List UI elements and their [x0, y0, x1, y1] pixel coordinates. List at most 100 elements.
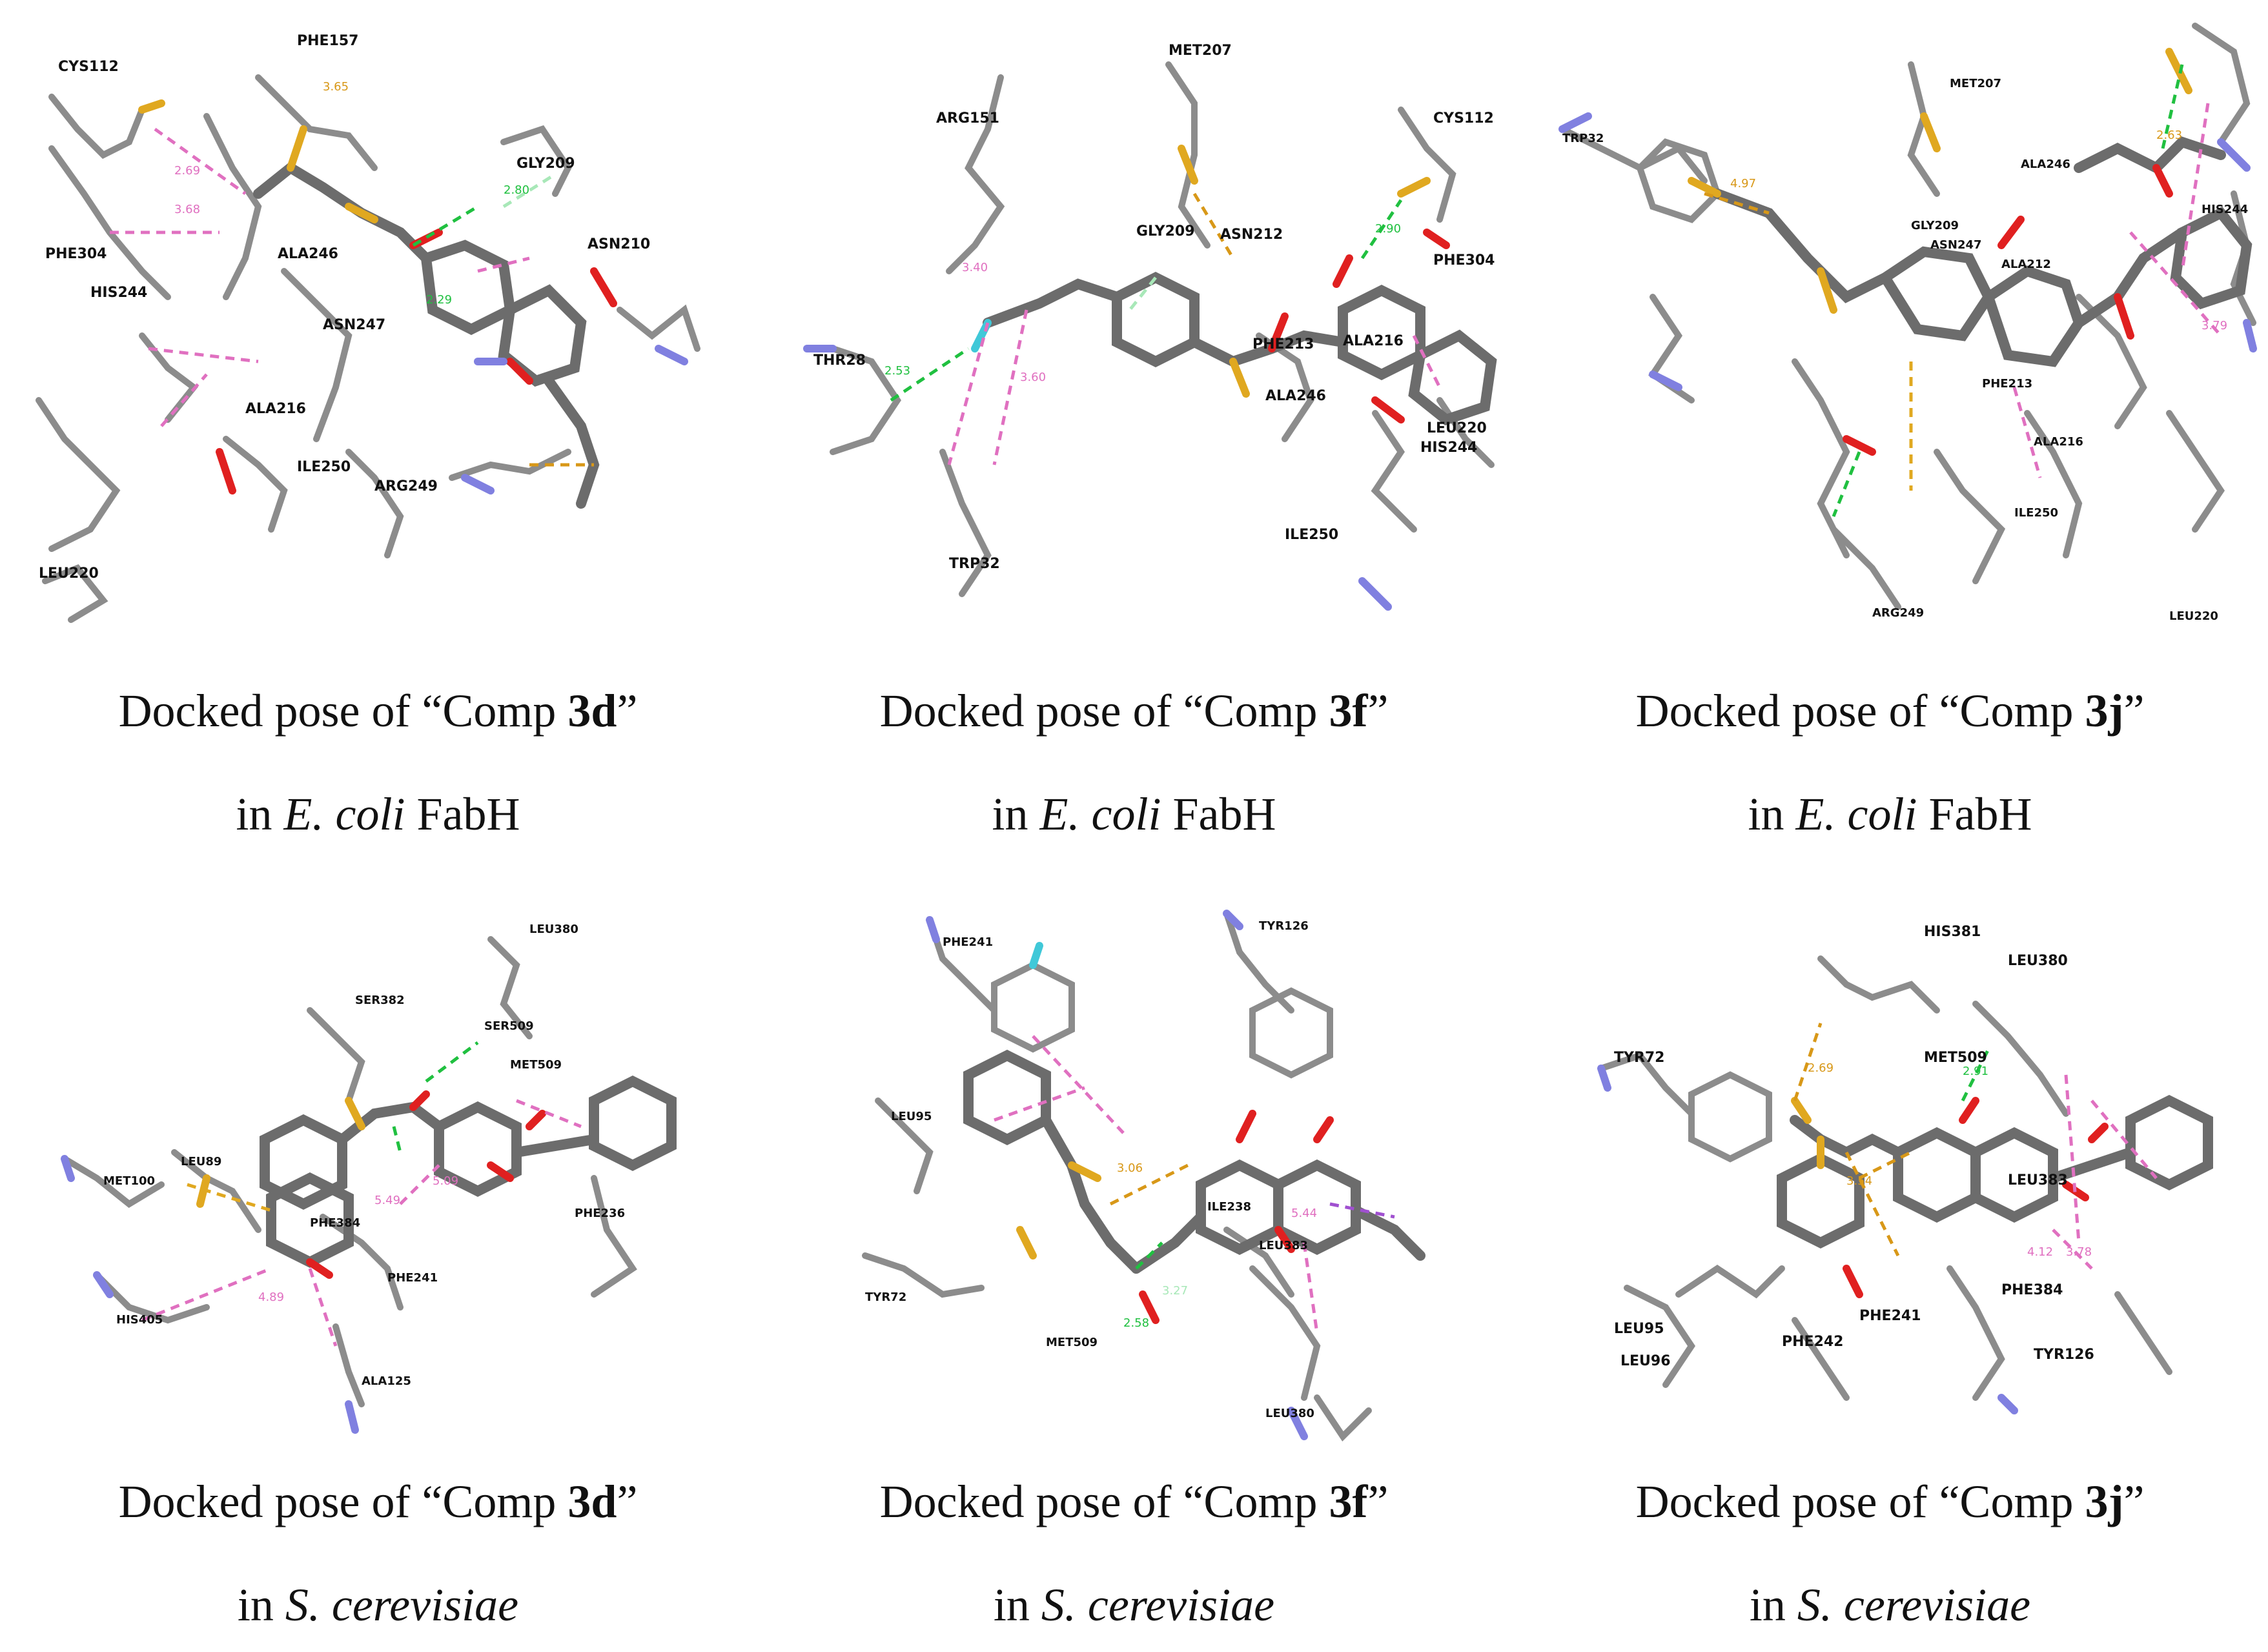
caption-text: Docked pose of “Comp	[118, 685, 568, 737]
residue-label: PHE241	[387, 1271, 438, 1285]
compound-label: 3d	[567, 685, 617, 737]
residue-label: ALA216	[2034, 435, 2083, 449]
residue-label: LEU380	[2008, 953, 2068, 969]
residue-label: ARG151	[936, 110, 999, 127]
residue-label: MET509	[510, 1058, 562, 1072]
residue-label: LEU380	[529, 923, 578, 936]
caption-text: Docked pose of “Comp	[1635, 1476, 2085, 1527]
caption-text: in	[237, 1579, 285, 1631]
residue-label: LEU95	[891, 1110, 932, 1123]
caption-3d-scerevisiae: Docked pose of “Comp 3d”	[0, 1478, 756, 1525]
distance-label: 2.69	[1808, 1061, 1834, 1075]
distance-label: 2.29	[426, 293, 452, 307]
residue-label: ILE238	[1207, 1200, 1251, 1214]
distance-label: 3.79	[2202, 319, 2227, 332]
compound-label: 3d	[567, 1476, 617, 1527]
distance-label: 3.27	[1162, 1284, 1188, 1298]
residue-label: PHE304	[45, 246, 107, 262]
caption-text: FabH	[405, 788, 520, 840]
caption-3j-scerevisiae-line2: in S. cerevisiae	[1512, 1582, 2268, 1628]
residue-label: ALA246	[1265, 388, 1326, 404]
residue-label: LEU380	[1265, 1407, 1314, 1420]
residue-label: LEU220	[39, 566, 99, 582]
distance-label: 3.68	[174, 203, 200, 216]
caption-3d-ecoli-line2: in E. coli FabH	[0, 791, 756, 837]
residue-label: TYR126	[1259, 919, 1309, 933]
caption-3d-ecoli: Docked pose of “Comp 3d”	[0, 688, 756, 734]
residue-label: ILE250	[297, 459, 351, 475]
residue-label: LEU383	[2008, 1172, 2068, 1188]
residue-label: PHE213	[1252, 336, 1314, 352]
residue-label: CYS112	[58, 59, 119, 75]
distance-label: 2.53	[884, 364, 910, 378]
residue-label: GLY209	[1136, 223, 1195, 240]
compound-label: 3j	[2085, 1476, 2124, 1527]
caption-3f-scerevisiae-line2: in S. cerevisiae	[756, 1582, 1512, 1628]
residue-label: HIS381	[1924, 924, 1981, 940]
compound-label: 3f	[1329, 685, 1368, 737]
distance-label: 2.69	[174, 164, 200, 178]
residue-label: TYR72	[1614, 1050, 1665, 1066]
residue-labels: LEU380 SER382 SER509 MET509 LEU89 MET100…	[103, 923, 625, 1388]
residue-label: ALA216	[245, 401, 306, 417]
docking-image-3d-ecoli: CYS112 PHE157 GLY209 PHE304 ALA246 HIS24…	[13, 0, 723, 639]
distance-label: 2.91	[1963, 1065, 1988, 1078]
docking-image-3j-scerevisiae: HIS381 LEU380 TYR72 MET509 LEU383 PHE384…	[1588, 907, 2268, 1546]
organism-label: S. cerevisiae	[1797, 1579, 2031, 1631]
compound-label: 3j	[2085, 685, 2124, 737]
residue-labels: PHE241 TYR126 LEU95 TYR72 MET509 LEU383 …	[865, 919, 1317, 1420]
residue-label: PHE384	[2001, 1282, 2063, 1298]
residue-label: MET509	[1046, 1336, 1098, 1349]
residue-label: ASN247	[1930, 238, 1982, 252]
residue-label: HIS244	[90, 285, 147, 301]
residue-label: ILE250	[1285, 527, 1338, 543]
residue-label: SER382	[355, 994, 405, 1007]
residue-labels: MET207 TRP32 ALA246 HIS244 GLY209 ASN247…	[1562, 77, 2248, 623]
distance-label: 3.54	[1846, 1174, 1872, 1188]
molecular-structure	[862, 910, 1425, 1442]
organism-label: S. cerevisiae	[285, 1579, 519, 1631]
residue-label: ARG249	[374, 478, 438, 495]
residue-label: CYS112	[1433, 110, 1494, 127]
residue-label: ASN247	[323, 317, 385, 333]
molecular-structure	[803, 61, 1497, 611]
organism-label: S. cerevisiae	[1041, 1579, 1275, 1631]
caption-text: ”	[1367, 1476, 1389, 1527]
distance-label: 5.49	[374, 1194, 400, 1207]
residue-label: HIS405	[116, 1313, 163, 1327]
caption-text: ”	[617, 1476, 638, 1527]
distance-label: 2.80	[504, 183, 529, 197]
residue-labels: CYS112 PHE157 GLY209 PHE304 ALA246 HIS24…	[39, 33, 650, 582]
residue-label: SER509	[484, 1019, 534, 1033]
residue-label: ALA212	[2001, 258, 2051, 271]
caption-text: FabH	[1917, 788, 2032, 840]
residue-label: MET207	[1950, 77, 2001, 90]
residue-label: PHE242	[1782, 1334, 1844, 1350]
caption-text: in	[1749, 1579, 1797, 1631]
caption-text: in	[993, 1579, 1041, 1631]
distance-label: 3.60	[1020, 371, 1046, 384]
residue-label: PHE304	[1433, 252, 1495, 269]
distance-label: 2.63	[2156, 128, 2182, 142]
distance-label: 3.65	[323, 80, 349, 94]
molecular-structure	[36, 74, 700, 623]
caption-3f-scerevisiae: Docked pose of “Comp 3f”	[756, 1478, 1512, 1525]
residue-label: MET509	[1924, 1050, 1987, 1066]
residue-label: MET100	[103, 1174, 155, 1188]
docking-image-3f-scerevisiae: PHE241 TYR126 LEU95 TYR72 MET509 LEU383 …	[839, 907, 1549, 1546]
residue-label: LEU220	[1427, 420, 1487, 436]
residue-label: THR28	[813, 352, 866, 369]
distance-label: 5.44	[1291, 1207, 1317, 1220]
organism-label: E. coli	[1039, 788, 1161, 840]
residue-label: ALA246	[2021, 158, 2070, 171]
organism-label: E. coli	[283, 788, 405, 840]
residue-label: PHE236	[575, 1207, 625, 1220]
caption-3f-ecoli-line2: in E. coli FabH	[756, 791, 1512, 837]
residue-label: GLY209	[1911, 219, 1959, 232]
organism-label: E. coli	[1795, 788, 1917, 840]
residue-label: HIS244	[2202, 203, 2248, 216]
caption-text: ”	[617, 685, 638, 737]
residue-label: TYR126	[2034, 1347, 2094, 1363]
residue-label: LEU89	[181, 1155, 221, 1168]
residue-labels: MET207 ARG151 CYS112 GLY209 ASN212 PHE30…	[813, 43, 1495, 572]
